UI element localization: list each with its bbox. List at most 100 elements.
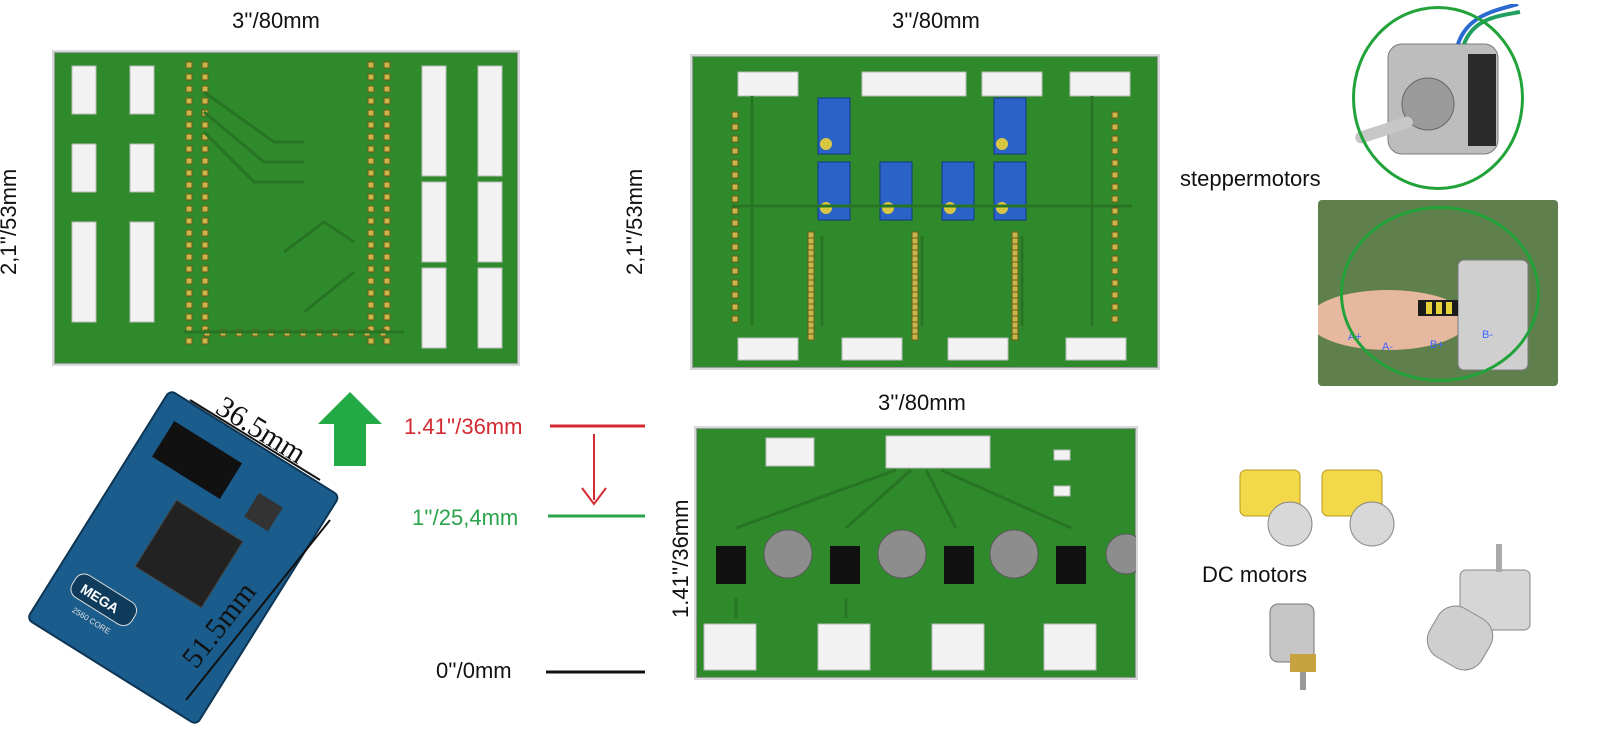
solder-pad: [731, 207, 739, 215]
solder-pad: [731, 231, 739, 239]
solder-pad: [383, 133, 391, 141]
solder-pad: [383, 109, 391, 117]
micro-stepper-highlight: [1340, 206, 1540, 382]
solder-pad: [383, 121, 391, 129]
solder-pad: [185, 217, 193, 225]
solder-pad: [383, 217, 391, 225]
solder-pad: [185, 301, 193, 309]
solder-pad: [383, 313, 391, 321]
mega-reset-button: [244, 492, 283, 532]
solder-pad: [1111, 279, 1119, 287]
solder-pad: [367, 217, 375, 225]
solder-pad: [367, 205, 375, 213]
solder-pad: [185, 193, 193, 201]
solder-pad: [367, 193, 375, 201]
solder-pad: [201, 253, 209, 261]
solder-pad: [185, 241, 193, 249]
solder-pad: [201, 277, 209, 285]
solder-pad: [1111, 303, 1119, 311]
solder-pad: [731, 291, 739, 299]
solder-pad: [383, 301, 391, 309]
board-a-artwork: [71, 61, 503, 349]
solder-pad: [185, 133, 193, 141]
solder-pad: [731, 219, 739, 227]
solder-pad: [383, 289, 391, 297]
solder-pad: [367, 289, 375, 297]
solder-pad: [383, 169, 391, 177]
solder-pad: [185, 109, 193, 117]
solder-pad: [1111, 207, 1119, 215]
level-mid-label: 1''/25,4mm: [412, 505, 519, 530]
solder-pad: [383, 193, 391, 201]
solder-pad: [383, 337, 391, 345]
solder-pad: [201, 205, 209, 213]
solder-pad: [367, 85, 375, 93]
solder-pad: [185, 157, 193, 165]
solder-pad: [383, 265, 391, 273]
mega-dim-bottom-line: [185, 519, 331, 701]
solder-pad: [383, 205, 391, 213]
board-b-width-label: 3''/80mm: [892, 8, 980, 33]
solder-pad: [367, 337, 375, 345]
solder-pad: [201, 217, 209, 225]
solder-pad: [201, 301, 209, 309]
solder-pad: [367, 157, 375, 165]
solder-pad: [1111, 123, 1119, 131]
solder-pad: [731, 279, 739, 287]
solder-pad: [367, 229, 375, 237]
solder-pad: [731, 315, 739, 323]
solder-pad: [201, 229, 209, 237]
mega-chip: [134, 499, 244, 609]
solder-pad: [185, 205, 193, 213]
solder-pad: [911, 333, 919, 341]
solder-pad: [367, 61, 375, 69]
solder-pad: [185, 97, 193, 105]
solder-pad: [731, 255, 739, 263]
solder-pad: [185, 289, 193, 297]
solder-pad: [185, 253, 193, 261]
solder-pad: [1111, 111, 1119, 119]
level-zero-label: 0''/0mm: [436, 658, 512, 683]
solder-pad: [1111, 135, 1119, 143]
board-b-pcb: [690, 54, 1160, 370]
solder-pad: [383, 241, 391, 249]
solder-pad: [1111, 231, 1119, 239]
solder-pad: [383, 277, 391, 285]
solder-pad: [731, 111, 739, 119]
solder-pad: [731, 183, 739, 191]
board-b-artwork: [731, 71, 1132, 361]
solder-pad: [1111, 291, 1119, 299]
solder-pad: [367, 109, 375, 117]
mega-header: [151, 420, 243, 499]
board-a-pcb: [52, 50, 520, 366]
mega-logo-plate: [70, 573, 138, 627]
solder-pad: [1111, 315, 1119, 323]
solder-pad: [1111, 171, 1119, 179]
solder-pad: [1111, 243, 1119, 251]
solder-pad: [1111, 219, 1119, 227]
solder-pad: [367, 97, 375, 105]
solder-pad: [383, 253, 391, 261]
solder-pad: [201, 265, 209, 273]
dc-motors-label: DC motors: [1202, 562, 1308, 587]
solder-pad: [1111, 147, 1119, 155]
solder-pad: [367, 313, 375, 321]
solder-pad: [185, 313, 193, 321]
solder-pad: [185, 277, 193, 285]
board-c-pcb: [694, 426, 1138, 680]
solder-pad: [185, 61, 193, 69]
solder-pad: [383, 85, 391, 93]
solder-pad: [201, 241, 209, 249]
solder-pad: [731, 243, 739, 251]
solder-pad: [201, 289, 209, 297]
solder-pad: [367, 121, 375, 129]
solder-pad: [731, 195, 739, 203]
solder-pad: [201, 157, 209, 165]
solder-pad: [367, 133, 375, 141]
board-c-width-label: 3''/80mm: [878, 390, 966, 415]
solder-pad: [367, 145, 375, 153]
board-a-width-label: 3''/80mm: [232, 8, 320, 33]
stepper-motor-highlight: [1352, 6, 1524, 190]
solder-pad: [185, 85, 193, 93]
steppers-label: steppermotors: [1180, 166, 1321, 191]
